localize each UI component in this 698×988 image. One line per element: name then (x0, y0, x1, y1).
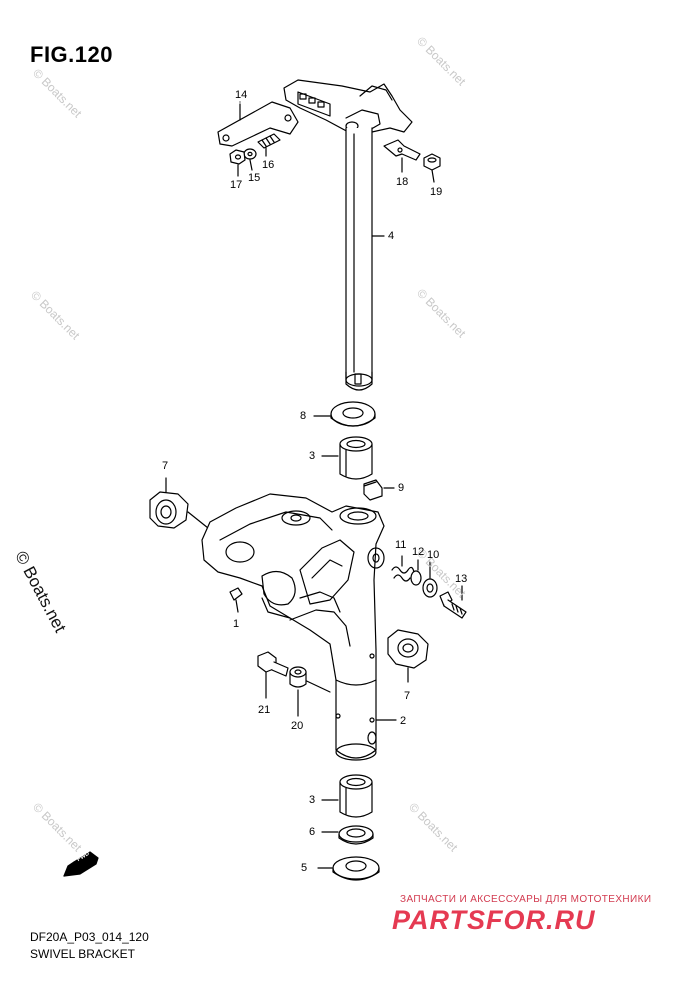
part-4-steering-shaft (345, 127, 385, 391)
callout-4: 4 (388, 230, 395, 242)
callout-3-top: 3 (309, 450, 316, 462)
part-19-bolt (423, 153, 441, 183)
callout-16: 16 (262, 159, 275, 171)
callout-3-bottom: 3 (309, 794, 316, 806)
callout-12: 12 (412, 546, 425, 558)
part-16-bolt (257, 133, 281, 157)
diagram-name: SWIVEL BRACKET (30, 947, 135, 961)
part-17-nut (229, 149, 246, 177)
callout-1: 1 (233, 618, 240, 630)
callout-6: 6 (309, 826, 316, 838)
callout-2: 2 (400, 715, 407, 727)
callout-9: 9 (398, 482, 405, 494)
callout-13: 13 (455, 573, 468, 585)
part-18-clip (383, 139, 421, 173)
part-13-bolt (439, 585, 467, 619)
part-5-washer (317, 856, 380, 881)
part-11-spring (391, 555, 415, 582)
steering-arm (283, 79, 413, 135)
part-9-block (363, 479, 395, 501)
fwd-arrow-icon (63, 851, 99, 877)
callout-21: 21 (258, 704, 271, 716)
callout-17: 17 (230, 179, 243, 191)
callout-10: 10 (427, 549, 440, 561)
part-20-collar (289, 666, 307, 717)
part-7-bushing-left (149, 477, 209, 529)
callout-5: 5 (301, 862, 308, 874)
part-6-washer (321, 825, 374, 845)
part-14-bracket (217, 101, 299, 147)
callout-20: 20 (291, 720, 304, 732)
brand-caption: ЗАПЧАСТИ И АКСЕССУАРЫ ДЛЯ МОТОТЕХНИКИ (400, 894, 652, 905)
part-21-bolt (257, 651, 289, 699)
callout-14: 14 (235, 89, 248, 101)
callout-7-left: 7 (162, 460, 169, 472)
callout-18: 18 (396, 176, 409, 188)
part-7-bushing-right (387, 629, 429, 683)
part-12-pin (410, 559, 422, 586)
part-10-washer (422, 561, 438, 598)
brand-logo: PARTSFOR.RU (392, 905, 596, 935)
callout-19: 19 (430, 186, 443, 198)
part-3-bushing-bottom (321, 774, 373, 818)
part-8-washer (313, 401, 376, 427)
callout-15: 15 (248, 172, 261, 184)
callout-11: 11 (395, 539, 407, 551)
figure-title: FIG.120 (30, 42, 113, 67)
callout-7-right: 7 (404, 690, 411, 702)
callout-8: 8 (300, 410, 307, 422)
part-1-grease-nipple (229, 587, 243, 613)
part-2-swivel-bracket (201, 493, 397, 761)
part-3-bushing-top (321, 436, 373, 480)
diagram-code: DF20A_P03_014_120 (30, 930, 149, 944)
part-15-washer (243, 148, 257, 171)
